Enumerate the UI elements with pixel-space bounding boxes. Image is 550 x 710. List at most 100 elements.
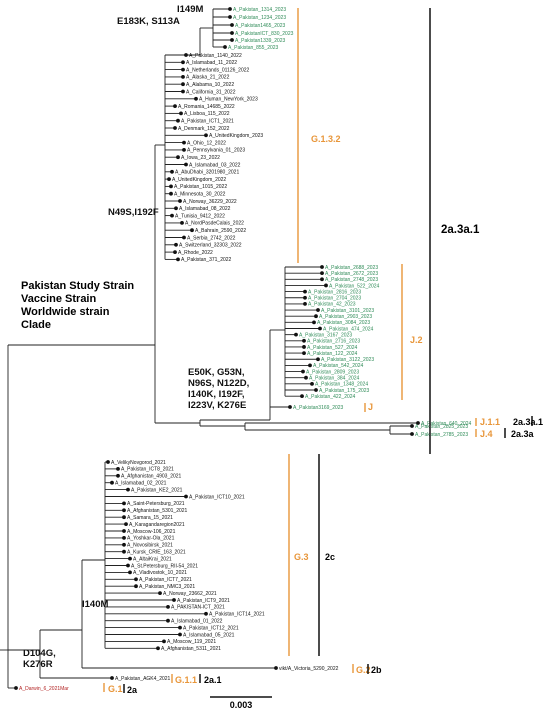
leaf-node <box>173 250 177 255</box>
legend-vaccine-strain: Vaccine Strain <box>21 293 96 305</box>
leaf-label: A_Lisboa_115_2022 <box>184 111 230 117</box>
leaf-node <box>288 405 292 409</box>
leaf-label: A_Pakistan_422_2024 <box>305 394 356 400</box>
leaf-node <box>230 31 234 35</box>
scale-bar-label: 0.003 <box>230 700 253 710</box>
subclade-label-2a3a: 2a.3a <box>511 429 535 439</box>
leaf-node <box>162 639 166 644</box>
leaf-label: A_Pakistan_384_2024 <box>309 376 360 382</box>
leaf-label: A_Pakistan1465_2023 <box>235 23 286 29</box>
leaf-label: A_California_31_2022 <box>186 89 236 95</box>
leaf-label: A_Alabama_10_2022 <box>186 82 234 88</box>
leaf-node <box>182 140 186 145</box>
legend-clade: Clade <box>21 319 51 331</box>
leaf-node <box>204 611 208 616</box>
leaf-node <box>184 53 188 57</box>
leaf-label: A_Pakistan_AGK4_2021 <box>115 676 171 682</box>
leaf-node <box>320 271 324 276</box>
leaf-label: A_Iowa_23_2022 <box>181 155 220 161</box>
legend: Pakistan Study Strain Vaccine Strain Wor… <box>21 280 134 331</box>
mutation-label-n96s: N96S, N122D, <box>188 378 249 389</box>
tree-branches <box>0 8 418 689</box>
leaf-label: A_Pakistan_2672_2023 <box>325 271 378 277</box>
leaf-node <box>169 191 173 196</box>
leaf-label: A_Islamabad_03_2022 <box>189 162 241 168</box>
subclade-label-2a1: 2a.1 <box>204 675 222 685</box>
mutation-label-i223v: I223V, K276E <box>188 400 246 411</box>
leaf-node <box>134 584 138 589</box>
mutation-label-e183k-s113a: E183K, S113A <box>117 16 180 27</box>
leaf-label: A_Serbia_2742_2022 <box>187 235 236 241</box>
leaf-node <box>312 320 316 325</box>
leaf-node <box>310 381 314 386</box>
leaf-node <box>122 529 126 533</box>
leaf-node <box>320 265 324 269</box>
leaf-node <box>314 314 318 319</box>
leaf-node <box>169 184 173 189</box>
leaf-node <box>166 618 170 623</box>
leaf-label: A_Pakistan_2903_2023 <box>319 314 372 320</box>
clade-label-g11: G.1.1 <box>175 675 197 685</box>
legend-pakistan-study-strain: Pakistan Study Strain <box>21 280 134 292</box>
leaf-node <box>126 563 130 568</box>
leaf-node <box>303 289 307 294</box>
leaf-node <box>181 82 185 87</box>
leaf-label: A_Vladivostok_10_2021 <box>133 570 187 576</box>
leaf-node <box>134 577 138 582</box>
leaf-node <box>181 75 185 79</box>
leaf-label: A_PakistanICT_830_2023 <box>235 31 294 37</box>
leaf-label: A_Pakistan_3122_2023 <box>321 357 374 363</box>
leaf-label: A_Darwin_6_2021Mar <box>19 686 69 692</box>
leaf-label: A_VelikyNovgorod_2021 <box>111 460 166 466</box>
legend-worldwide-strain: Worldwide strain <box>21 306 110 318</box>
leaf-node <box>320 277 324 282</box>
leaf-label: A_UnitedKingdom_2022 <box>172 177 226 183</box>
leaf-label: A_Afghanistan_5311_2021 <box>161 646 221 652</box>
leaf-label: A_Romania_14685_2022 <box>178 104 235 110</box>
leaf-node <box>204 133 208 138</box>
leaf-node <box>122 536 126 540</box>
leaf-node <box>116 473 120 478</box>
mutation-label-k276r: K276R <box>23 659 53 670</box>
mutation-label-d104g: D104G, <box>23 648 56 659</box>
leaf-label: A_Pakistan_1015_2022 <box>174 184 227 190</box>
leaf-label: A_Pakistan_522_2024 <box>329 283 380 289</box>
leaf-label: A_Pakistan_371_2022 <box>181 257 232 263</box>
leaf-label: A_Pakistan_122_2024 <box>307 351 358 357</box>
leaf-label: A_St.Petersburg_RII-54_2021 <box>131 563 198 569</box>
leaf-node <box>324 283 328 288</box>
leaf-node <box>116 467 120 471</box>
subclade-label-2a3a1-small: 2a.3a.1 <box>513 417 543 427</box>
leaf-node <box>124 522 128 526</box>
leaf-label: A_Samara_15_2021 <box>127 515 173 521</box>
mutation-label-i140k: I140K, I192F, <box>188 389 245 400</box>
leaf-label: A_Pakistan_NMC3_2021 <box>139 584 195 590</box>
tree-leaves: A_Pakistan_1314_2023A_Pakistan_1234_2023… <box>14 7 472 692</box>
leaf-node <box>194 96 198 101</box>
leaf-label: A_Norway_23662_2021 <box>163 591 217 597</box>
leaf-label: vikt/A_Victoria_5290_2022 <box>279 666 339 672</box>
leaf-node <box>178 625 182 630</box>
leaf-node <box>128 570 132 575</box>
leaf-node <box>173 126 177 130</box>
leaf-node <box>110 676 114 680</box>
leaf-label: A_Karagandaregion2021 <box>129 522 185 528</box>
subclade-label-2c: 2c <box>325 552 335 562</box>
leaf-label: A_Pakistan_474_2024 <box>323 326 374 332</box>
leaf-label: A_Switzerland_32303_2022 <box>179 243 242 249</box>
leaf-node <box>190 228 194 233</box>
leaf-label: A_NordPasdeCalais_2022 <box>185 221 244 227</box>
leaf-label: A_Rhode_2022 <box>178 250 213 256</box>
leaf-node <box>316 357 320 362</box>
leaf-label: A_Pakistan3169_2023 <box>293 405 344 411</box>
leaf-label: A_Ohio_12_2022 <box>187 140 226 146</box>
leaf-node <box>302 351 306 355</box>
leaf-label: A_Pakistan_542_2024 <box>313 363 364 369</box>
leaf-node <box>302 345 306 349</box>
leaf-node <box>410 432 414 436</box>
leaf-label: A_Islamabad_08_2022 <box>179 206 231 212</box>
leaf-label: A_Islamabad_01_2022 <box>171 619 223 625</box>
leaf-node <box>308 363 312 368</box>
leaf-node <box>184 494 188 499</box>
mutation-label-i149m: I149M <box>177 4 203 15</box>
